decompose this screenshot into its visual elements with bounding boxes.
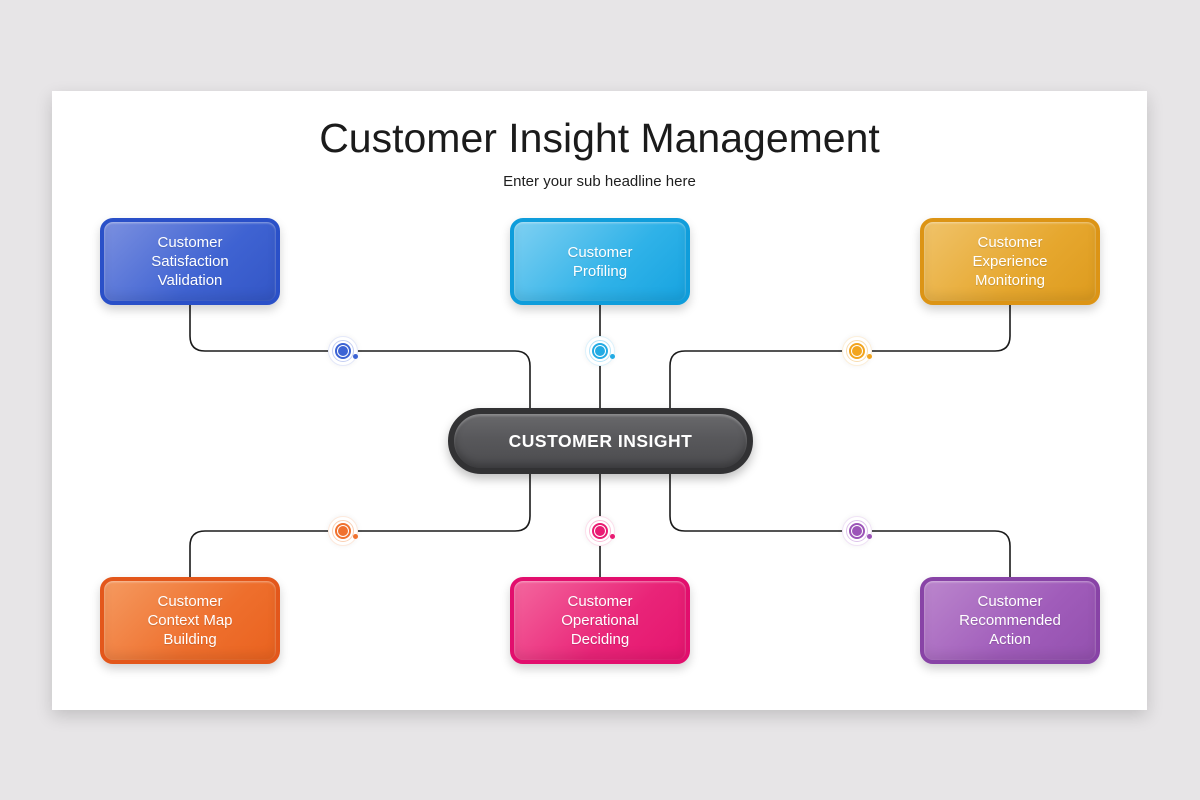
amber-connector-icon <box>840 334 874 368</box>
card-customer-recommended-action: Customer Recommended Action <box>920 577 1100 664</box>
slide-canvas: Customer Insight Management Enter your s… <box>52 91 1147 710</box>
card-customer-operational-deciding: Customer Operational Deciding <box>510 577 690 664</box>
blue-connector-icon <box>326 334 360 368</box>
line-top-left <box>189 305 531 408</box>
line-bottom-right <box>669 474 1011 577</box>
card-customer-experience-monitoring: Customer Experience Monitoring <box>920 218 1100 305</box>
orange-connector-icon <box>326 514 360 548</box>
pink-connector-icon <box>583 514 617 548</box>
card-customer-profiling: Customer Profiling <box>510 218 690 305</box>
page-title: Customer Insight Management <box>319 115 880 161</box>
page-subtitle: Enter your sub headline here <box>503 173 696 190</box>
line-top-right <box>669 305 1011 408</box>
line-bottom-left <box>189 474 531 577</box>
center-node-label: CUSTOMER INSIGHT <box>508 430 693 451</box>
purple-connector-icon <box>840 514 874 548</box>
card-customer-context-map-building: Customer Context Map Building <box>100 577 280 664</box>
cyan-connector-icon <box>583 334 617 368</box>
card-customer-satisfaction-validation: Customer Satisfaction Validation <box>100 218 280 305</box>
center-node-customer-insight: CUSTOMER INSIGHT <box>448 408 753 474</box>
